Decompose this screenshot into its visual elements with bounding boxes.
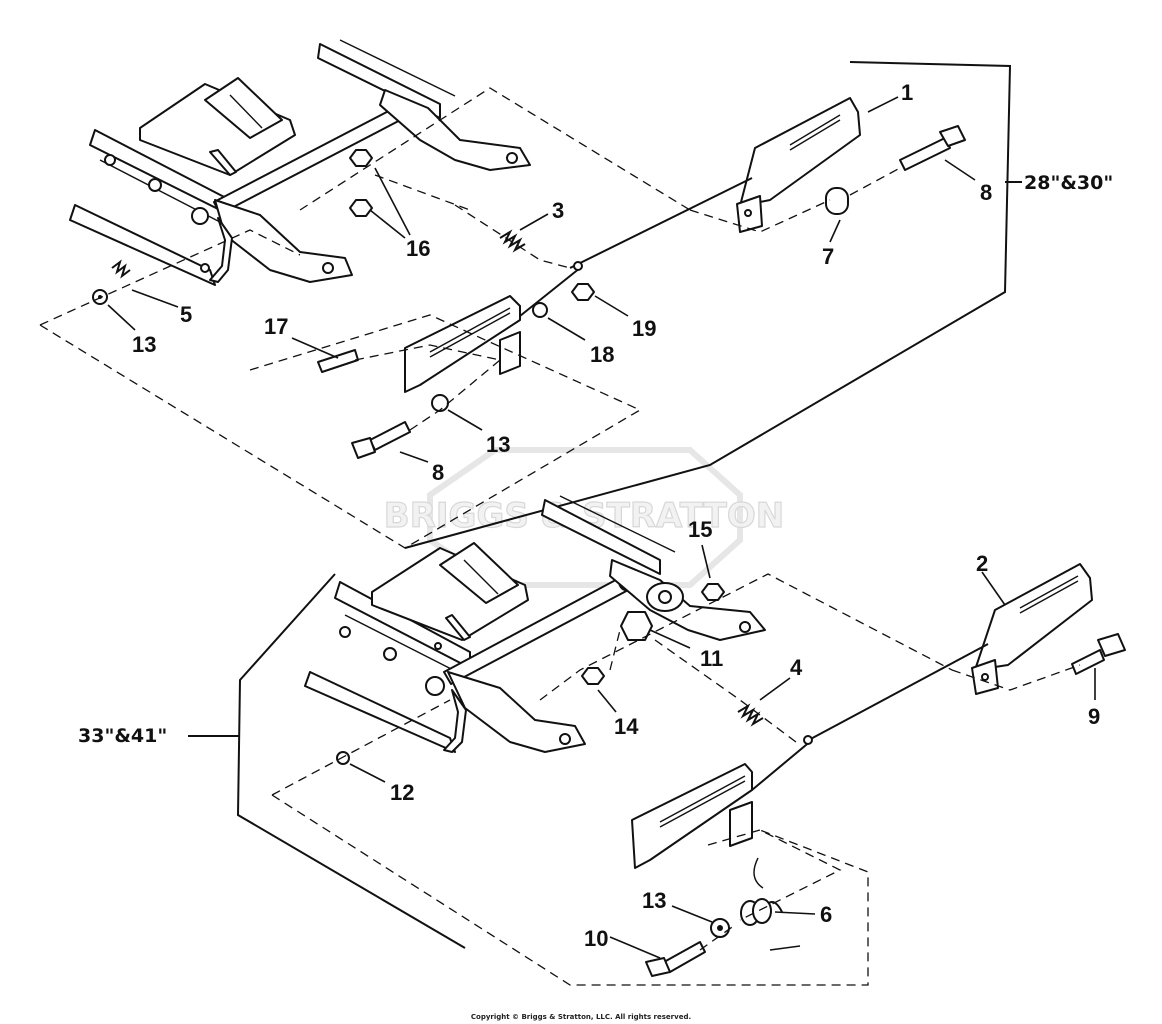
upper-handle-part-1 xyxy=(569,97,861,269)
group-label-33-41: 33"&41" xyxy=(78,725,167,747)
upper-dashed-lines xyxy=(39,87,901,549)
upper-handle-lower xyxy=(404,261,583,393)
callout-8-upper: 8 xyxy=(980,180,992,205)
callout-14: 14 xyxy=(614,714,639,739)
lower-lift-arms xyxy=(425,559,766,753)
spring-4 xyxy=(737,703,764,727)
callout-15: 15 xyxy=(688,517,712,542)
lower-group-bracket xyxy=(236,573,466,949)
lower-handle-part-2 xyxy=(804,563,1093,743)
lower-assembly xyxy=(188,495,1126,986)
copyright-notice: Copyright © Briggs & Stratton, LLC. All … xyxy=(471,1013,691,1021)
callout-6: 6 xyxy=(820,902,832,927)
nut-16a xyxy=(349,149,373,167)
callout-4: 4 xyxy=(790,655,803,680)
spacer-7 xyxy=(825,187,849,215)
callout-9: 9 xyxy=(1088,704,1100,729)
bolt-10 xyxy=(663,941,706,973)
callout-17: 17 xyxy=(264,314,288,339)
washer-12 xyxy=(336,751,350,765)
callout-10: 10 xyxy=(584,926,608,951)
lower-leaders xyxy=(349,544,1096,959)
callout-13-lower: 13 xyxy=(642,888,666,913)
nut-14 xyxy=(581,667,605,685)
bolt-8-lower xyxy=(369,421,411,451)
callout-16: 16 xyxy=(406,236,430,261)
group-label-28-30: 28"&30" xyxy=(1024,172,1113,194)
callout-1: 1 xyxy=(901,80,913,105)
callout-11: 11 xyxy=(700,646,723,671)
lower-dashed-lines xyxy=(271,573,1081,986)
callout-13-upper-center: 13 xyxy=(486,432,510,457)
lower-deck-rails xyxy=(304,495,676,753)
bolt-8-upper xyxy=(899,137,951,171)
upper-hardware xyxy=(92,125,966,459)
nut-15 xyxy=(701,583,725,601)
callout-5: 5 xyxy=(180,302,192,327)
callout-2: 2 xyxy=(976,551,988,576)
callout-3: 3 xyxy=(552,198,564,223)
lower-handle-lower xyxy=(631,735,813,869)
washer-18 xyxy=(532,302,548,318)
bolt-17 xyxy=(317,349,359,373)
bolt-9 xyxy=(1071,649,1105,675)
nut-19 xyxy=(571,283,595,301)
spring-3 xyxy=(499,229,526,253)
lower-hardware xyxy=(336,583,1126,977)
callout-numbers: 1 2 3 4 5 6 7 8 8 9 10 11 12 13 13 13 14… xyxy=(132,80,1100,951)
nut-11 xyxy=(620,611,653,641)
washer-13b xyxy=(431,394,449,412)
upper-group-bracket xyxy=(404,61,1012,549)
callout-13-upper-left: 13 xyxy=(132,332,156,357)
upper-lift-arms xyxy=(191,89,531,283)
upper-leaders xyxy=(107,96,976,463)
callout-18: 18 xyxy=(590,342,614,367)
callout-19: 19 xyxy=(632,316,656,341)
spring-5 xyxy=(111,259,131,279)
callout-8-lower: 8 xyxy=(432,460,444,485)
callout-12: 12 xyxy=(390,780,414,805)
nut-16b xyxy=(349,199,373,217)
upper-assembly xyxy=(39,39,1022,549)
upper-adjust-plate xyxy=(139,77,296,176)
lower-adjust-plate xyxy=(371,542,529,641)
callout-7: 7 xyxy=(822,244,834,269)
